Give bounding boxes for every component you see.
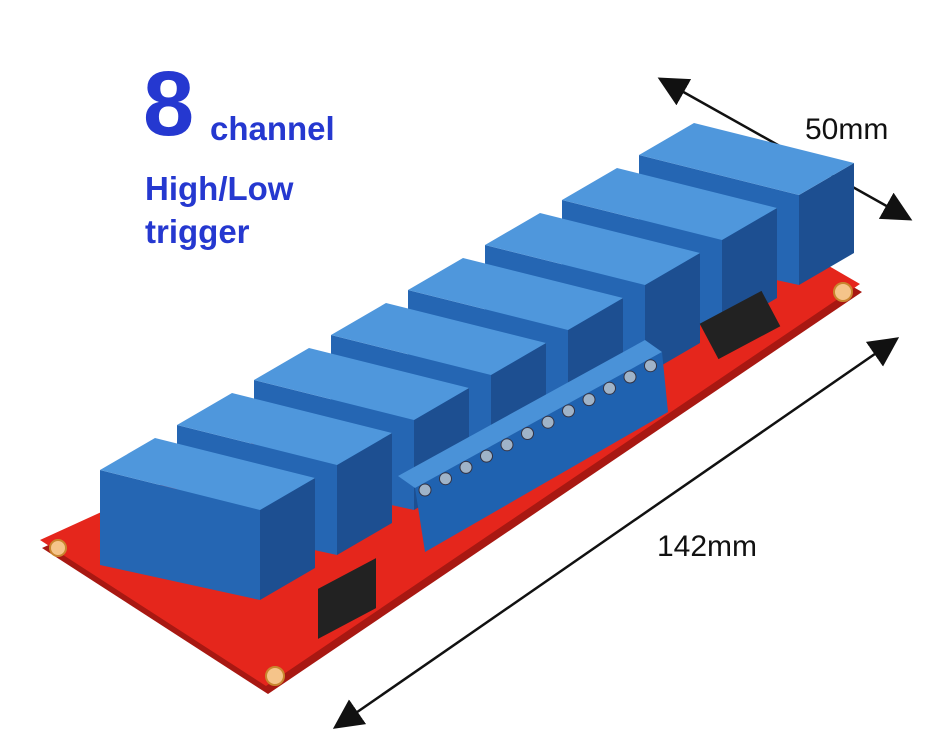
- trigger-type: High/Low: [145, 170, 294, 207]
- terminal-screw: [439, 472, 452, 486]
- relay-top: [254, 348, 469, 420]
- relay-side: [260, 478, 315, 600]
- relay-side: [799, 163, 854, 285]
- terminal-block: [398, 340, 668, 552]
- terminal-screw: [644, 359, 657, 373]
- length-arrow: [332, 337, 900, 729]
- relay-top: [331, 303, 546, 375]
- length-dimension: 142mm: [657, 530, 758, 563]
- terminal-screw: [541, 415, 555, 429]
- terminal-screw: [603, 381, 616, 395]
- terminal-screw: [480, 449, 493, 463]
- terminal-screw: [623, 370, 637, 384]
- terminal-screw: [418, 483, 432, 497]
- terminal-screw: [459, 460, 473, 474]
- relay-side: [645, 253, 700, 375]
- terminal-screw: [582, 393, 596, 407]
- relay-top: [639, 123, 854, 195]
- relay-top: [100, 438, 315, 510]
- terminal-screw: [500, 438, 514, 452]
- relay-top: [562, 168, 777, 240]
- relay: [100, 438, 315, 600]
- relay-top: [485, 213, 700, 285]
- relay-front: [100, 470, 260, 600]
- width-dimension: 50mm: [805, 113, 889, 146]
- channel-label: channel: [210, 110, 335, 147]
- terminal-screw: [521, 427, 534, 440]
- trigger-label: trigger: [145, 213, 250, 250]
- relay-top: [408, 258, 623, 330]
- relay-side: [337, 433, 392, 555]
- relay-top: [177, 393, 392, 465]
- jumper-headers: [318, 290, 781, 639]
- terminal-screw: [562, 404, 575, 418]
- channel-count: 8: [143, 53, 195, 155]
